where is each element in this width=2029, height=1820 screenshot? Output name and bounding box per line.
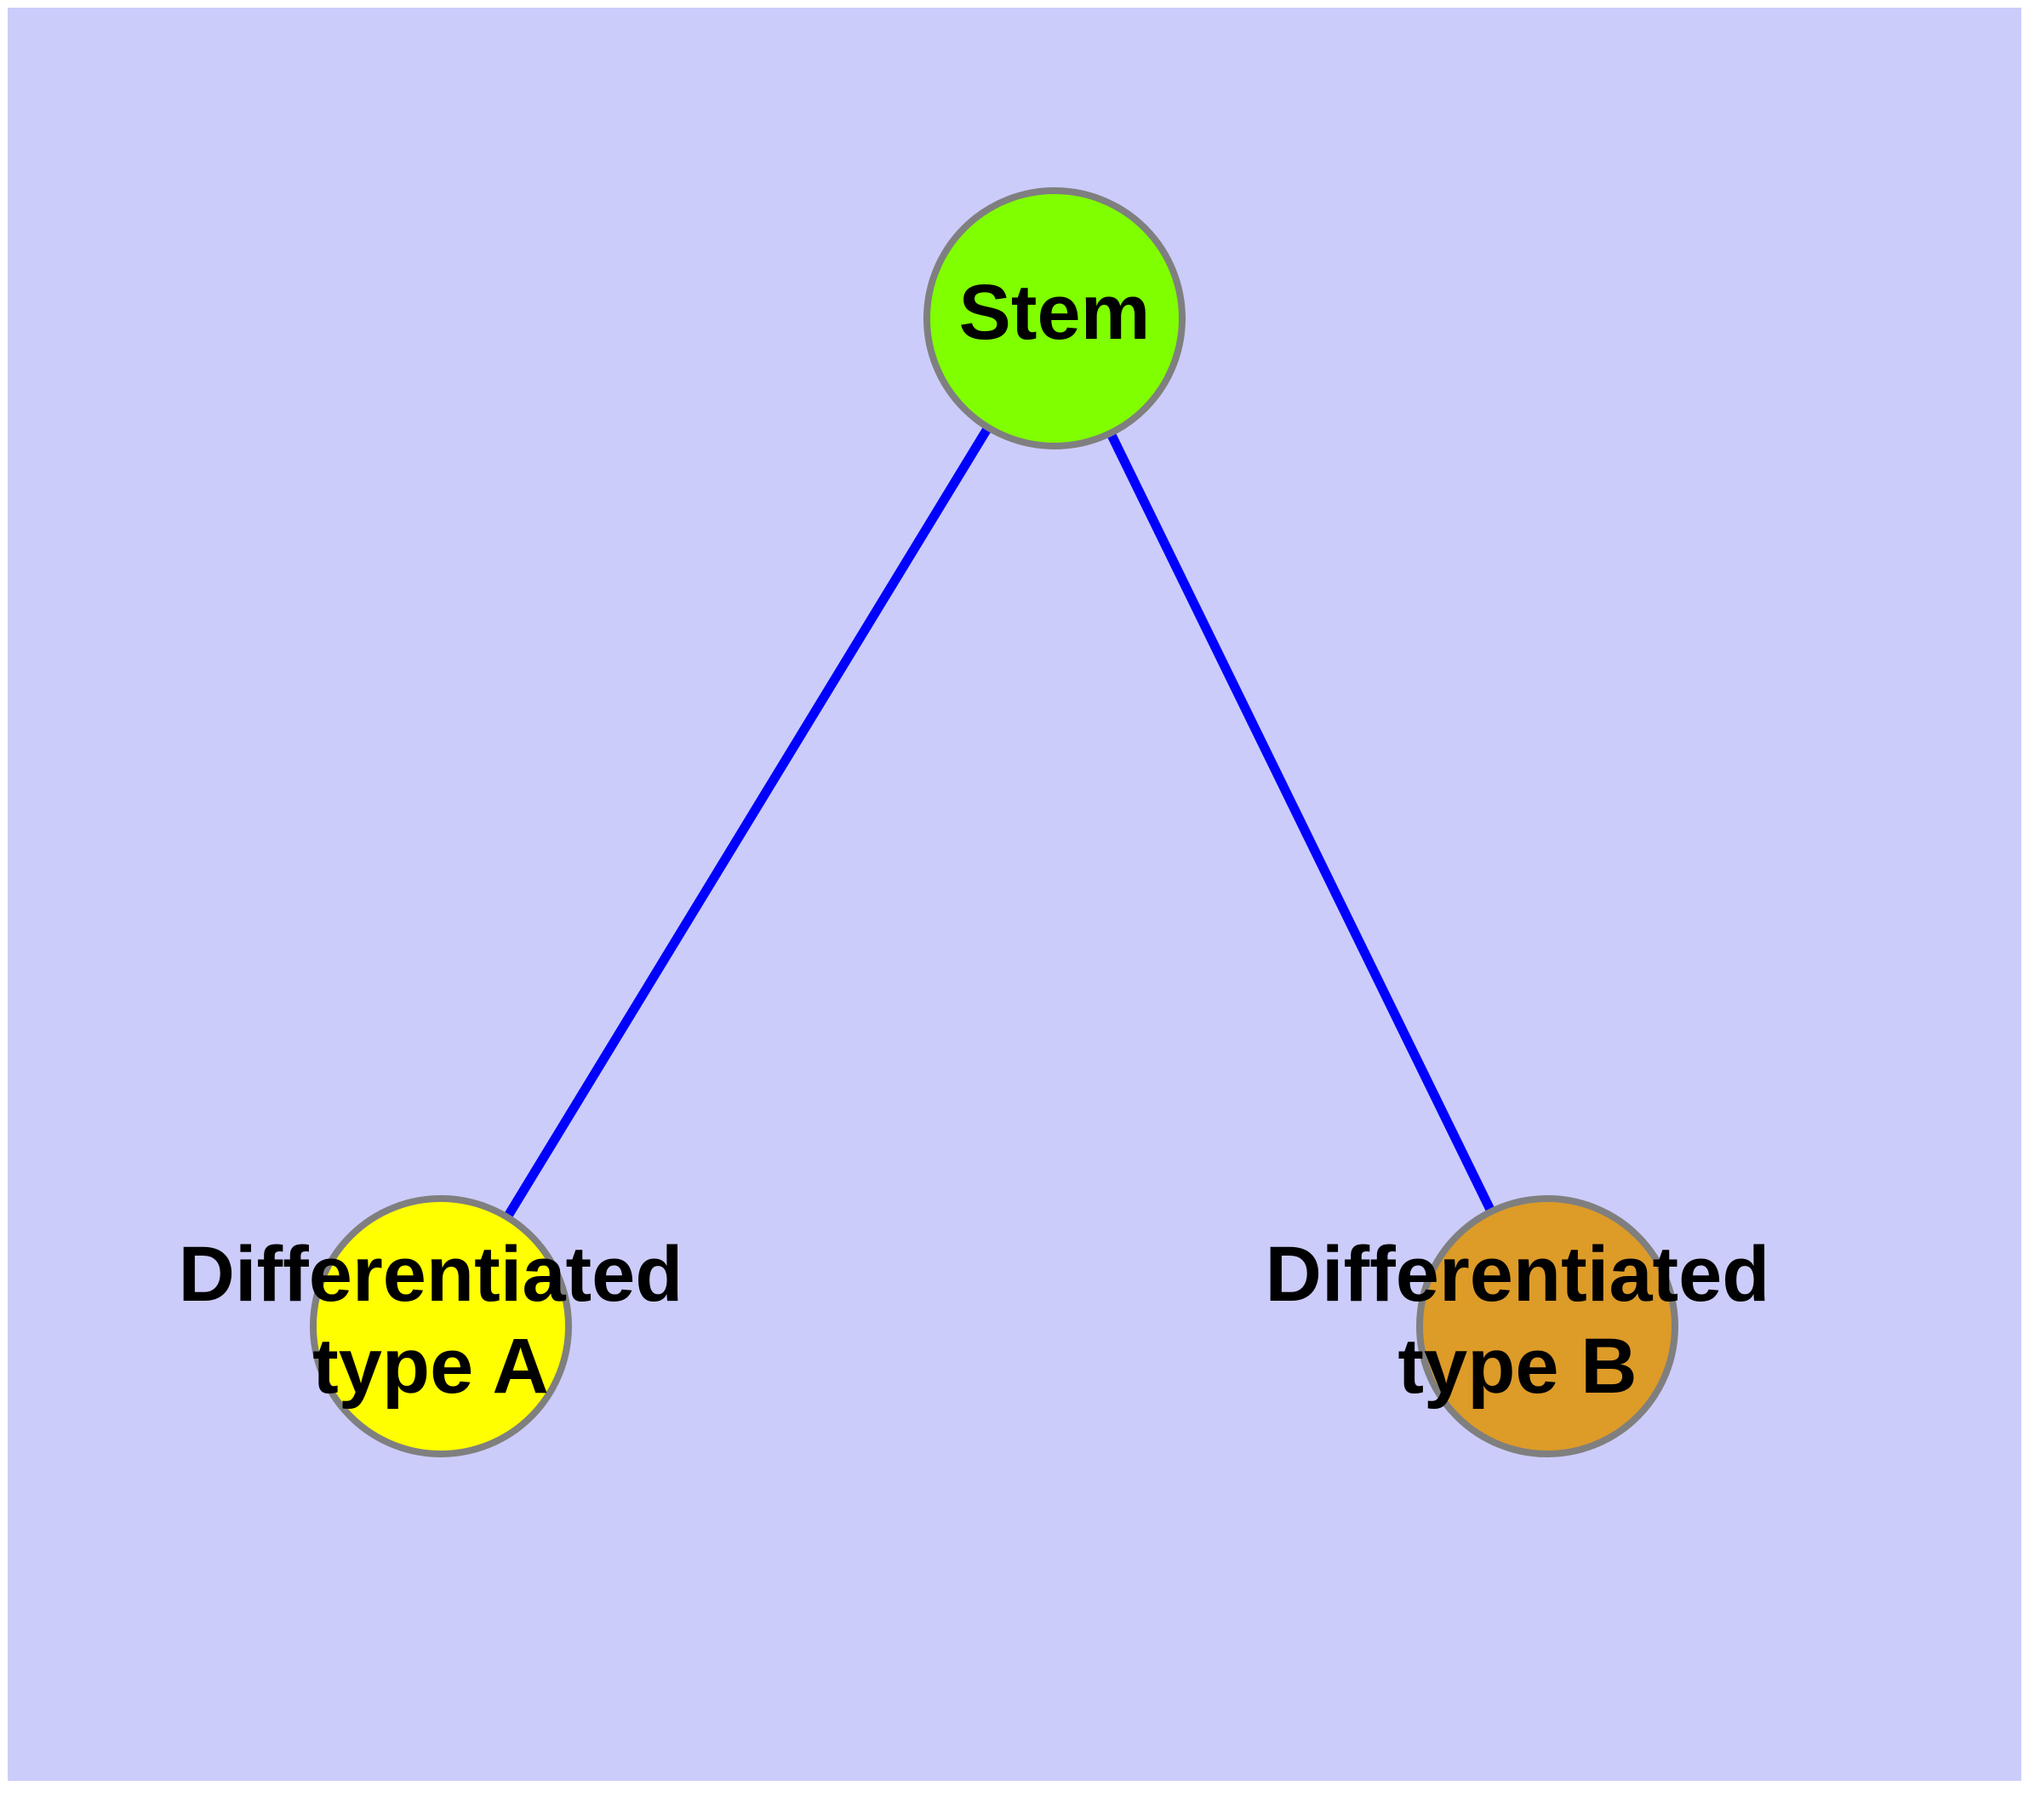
node-label-line: Differentiated [179, 1231, 683, 1318]
edge-stem-diff-b [1106, 432, 1495, 1212]
node-label-stem: Stem [959, 269, 1151, 356]
node-label-line: type B [1397, 1323, 1637, 1410]
node-diff_b[interactable] [1416, 1195, 1678, 1457]
node-label-line: Stem [959, 269, 1151, 356]
node-label-line: type A [312, 1323, 549, 1410]
node-stem[interactable] [923, 187, 1186, 449]
node-label-line: Differentiated [1266, 1231, 1770, 1318]
edge-layer [504, 426, 1495, 1219]
edge-stem-diff-a [504, 426, 992, 1219]
node-diff_a[interactable] [310, 1195, 572, 1457]
node-layer [310, 187, 1678, 1457]
